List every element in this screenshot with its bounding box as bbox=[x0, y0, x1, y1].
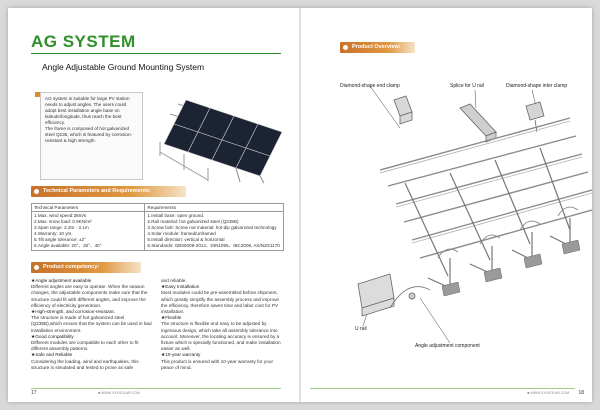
param-line: 5.Tilt angle tolerance: ±2° bbox=[34, 237, 86, 242]
solar-array-image bbox=[159, 99, 283, 184]
competency-text: The structure is flexible and easy to be… bbox=[161, 321, 281, 352]
inter-clamp-label: Diamond-shape inter clamp bbox=[506, 83, 568, 89]
footer-divider bbox=[310, 388, 575, 389]
requirement-line: 3.Screw bolt: Screw nut material: hot-di… bbox=[147, 225, 277, 230]
page-subtitle: Angle Adjustable Ground Mounting System bbox=[42, 62, 205, 72]
intro-paragraph: The frame is composed of hot galvanized … bbox=[45, 126, 133, 143]
overview-banner: Product Overview: bbox=[340, 42, 415, 53]
competency-text: and reliable. bbox=[161, 278, 187, 283]
competency-heading: ★High-strength, and corrosion-resistant. bbox=[31, 309, 115, 315]
requirements-cell: 1.Install base: open ground. 2.Rail mate… bbox=[144, 211, 284, 251]
requirement-line: 5.Install direction: vertical & horizont… bbox=[147, 237, 225, 242]
competency-heading: ★Good compatibility bbox=[31, 333, 74, 339]
right-page: Product Overview: bbox=[300, 8, 592, 402]
angle-adjustment-icon bbox=[389, 286, 431, 309]
competency-heading: ★Easy Installation bbox=[161, 284, 200, 290]
param-line: 4.Warranty: 10 yrs. bbox=[34, 231, 73, 236]
page-number: 18 bbox=[578, 390, 584, 396]
table-header: Technical Parameters bbox=[30, 203, 146, 212]
end-clamp-icon bbox=[393, 95, 413, 125]
footer-left: 17 ■ WWW.XXXSOLAR.COM bbox=[31, 390, 140, 396]
param-line: 6.Angle available: 20°、30°、40° bbox=[34, 243, 102, 248]
product-exploded-drawing bbox=[357, 85, 592, 344]
angle-adjustment-label: Angle adjustment component bbox=[415, 343, 480, 349]
params-table: Technical Parameters Requirements 1.Max.… bbox=[30, 203, 284, 251]
end-clamp-label: Diamond-shape end clamp bbox=[340, 83, 400, 89]
competency-text: The structure is made of hot galvanized … bbox=[31, 315, 152, 333]
intro-paragraph: AG system is suitable for large PV stati… bbox=[45, 96, 130, 125]
param-line: 3.Span range: 2.3m - 3.1m bbox=[34, 225, 89, 230]
requirement-line: 1.Install base: open ground. bbox=[147, 213, 205, 218]
left-page: AG SYSTEM Angle Adjustable Ground Mounti… bbox=[8, 8, 300, 402]
u-rail-icon bbox=[357, 273, 395, 317]
competency-heading: ★10-year warranty bbox=[161, 352, 201, 358]
competency-heading: ★Angle adjustment available bbox=[31, 278, 92, 283]
competency-heading: ★Flexible bbox=[161, 315, 182, 321]
intro-box: AG system is suitable for large PV stati… bbox=[40, 92, 143, 180]
intro-marker-icon bbox=[35, 92, 40, 97]
competency-text: Most modules could be pre-assembled befo… bbox=[161, 290, 280, 315]
requirement-line: 6.Standards: GB50009-2012、DIN1055、IBC200… bbox=[147, 243, 280, 248]
param-line: 1.Max. wind speed:38m/s bbox=[34, 213, 87, 218]
competency-text: Different angles are easy to operate. Wh… bbox=[31, 284, 148, 308]
params-cell: 1.Max. wind speed:38m/s 2.Max. snow load… bbox=[30, 211, 146, 251]
footer-website: ■ WWW.XXXSOLAR.COM bbox=[527, 391, 570, 395]
page-gutter bbox=[299, 8, 301, 402]
splice-icon bbox=[459, 103, 497, 143]
page-title: AG SYSTEM bbox=[31, 32, 136, 51]
competency-column-1: ★Angle adjustment available Different an… bbox=[31, 278, 154, 371]
footer-right: ■ WWW.XXXSOLAR.COM 18 bbox=[527, 390, 584, 396]
table-row: 1.Max. wind speed:38m/s 2.Max. snow load… bbox=[30, 211, 284, 251]
brochure-spread: AG SYSTEM Angle Adjustable Ground Mounti… bbox=[8, 8, 592, 402]
title-divider bbox=[31, 53, 281, 54]
competency-column-2: and reliable. ★Easy Installation Most mo… bbox=[161, 278, 284, 371]
param-line: 2.Max. snow load: 0.9KN/m² bbox=[34, 219, 92, 224]
tech-params-banner: Technical Parameters and Requirements: bbox=[31, 186, 186, 197]
table-header: Requirements bbox=[144, 203, 284, 212]
page-number: 17 bbox=[31, 390, 37, 396]
competency-text: Different modules are compatible to each… bbox=[31, 340, 139, 352]
splice-label: Splice for U rail bbox=[450, 83, 484, 89]
competency-text: This product is ensured with 10-year war… bbox=[161, 358, 274, 370]
footer-divider bbox=[31, 388, 281, 389]
u-rail-label: U rail bbox=[355, 326, 367, 332]
requirement-line: 4.Solar module: framed/unframed bbox=[147, 231, 216, 236]
competency-heading: ★Safe and Reliable bbox=[31, 352, 73, 358]
competency-banner: Product competency: bbox=[31, 262, 141, 273]
competency-text: Considering the loading, wind and earthq… bbox=[31, 358, 139, 370]
inter-clamp-icon bbox=[525, 101, 545, 133]
footer-website: ■ WWW.XXXSOLAR.COM bbox=[97, 391, 140, 395]
requirement-line: 2.Rail material: hot galvanized steel (Q… bbox=[147, 219, 239, 224]
